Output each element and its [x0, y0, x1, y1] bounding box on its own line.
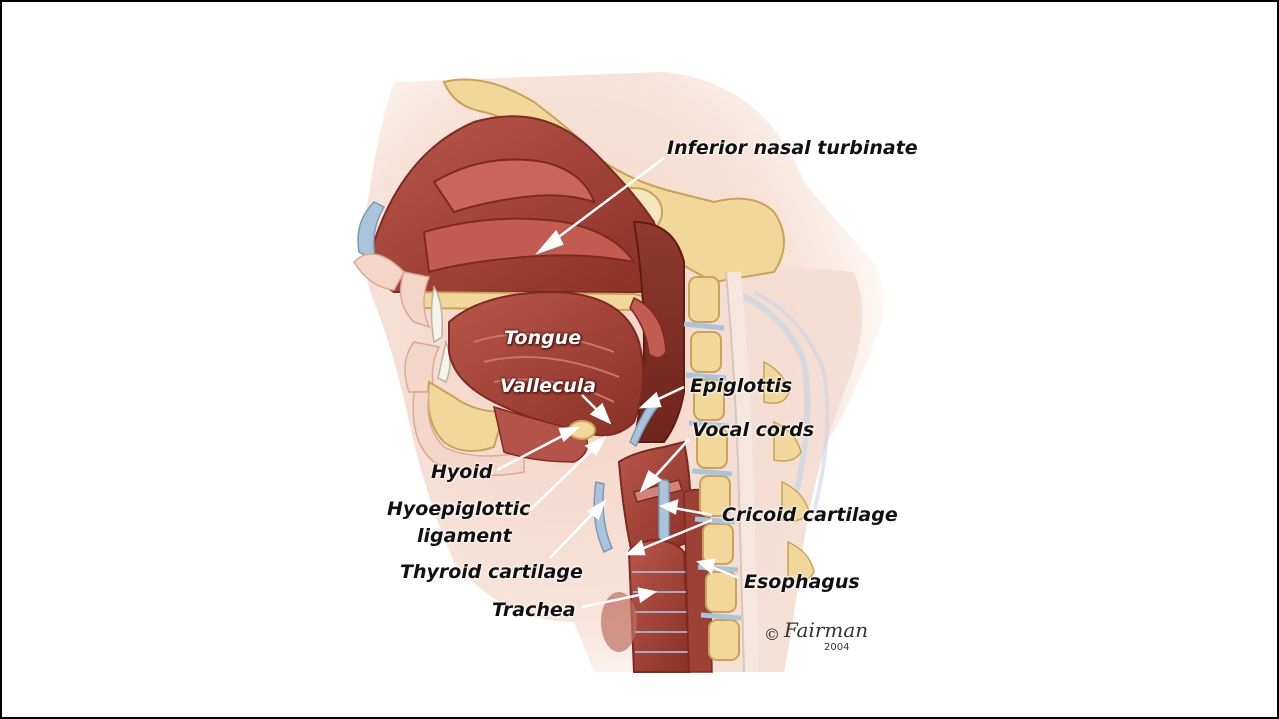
label-cricoid-cartilage: Cricoid cartilage: [722, 505, 898, 526]
label-epiglottis: Epiglottis: [690, 376, 792, 397]
label-vocal-cords: Vocal cords: [692, 420, 814, 441]
label-hyoepiglottic-line2: ligament: [417, 526, 512, 547]
label-hyoid: Hyoid: [431, 462, 492, 483]
artist-signature: Fairman: [784, 618, 868, 642]
label-hyoepiglottic-line1: Hyoepiglottic: [387, 499, 530, 520]
label-vallecula: Vallecula: [500, 376, 596, 397]
label-inferior-nasal-turbinate: Inferior nasal turbinate: [667, 138, 918, 159]
label-tongue: Tongue: [504, 328, 581, 349]
signature-year: 2004: [824, 642, 849, 653]
label-thyroid-cartilage: Thyroid cartilage: [400, 562, 583, 583]
anatomy-illustration: Inferior nasal turbinate Tongue Vallecul…: [334, 62, 952, 684]
label-esophagus: Esophagus: [744, 572, 860, 593]
copyright-symbol: ©: [764, 625, 780, 644]
label-trachea: Trachea: [492, 600, 576, 621]
